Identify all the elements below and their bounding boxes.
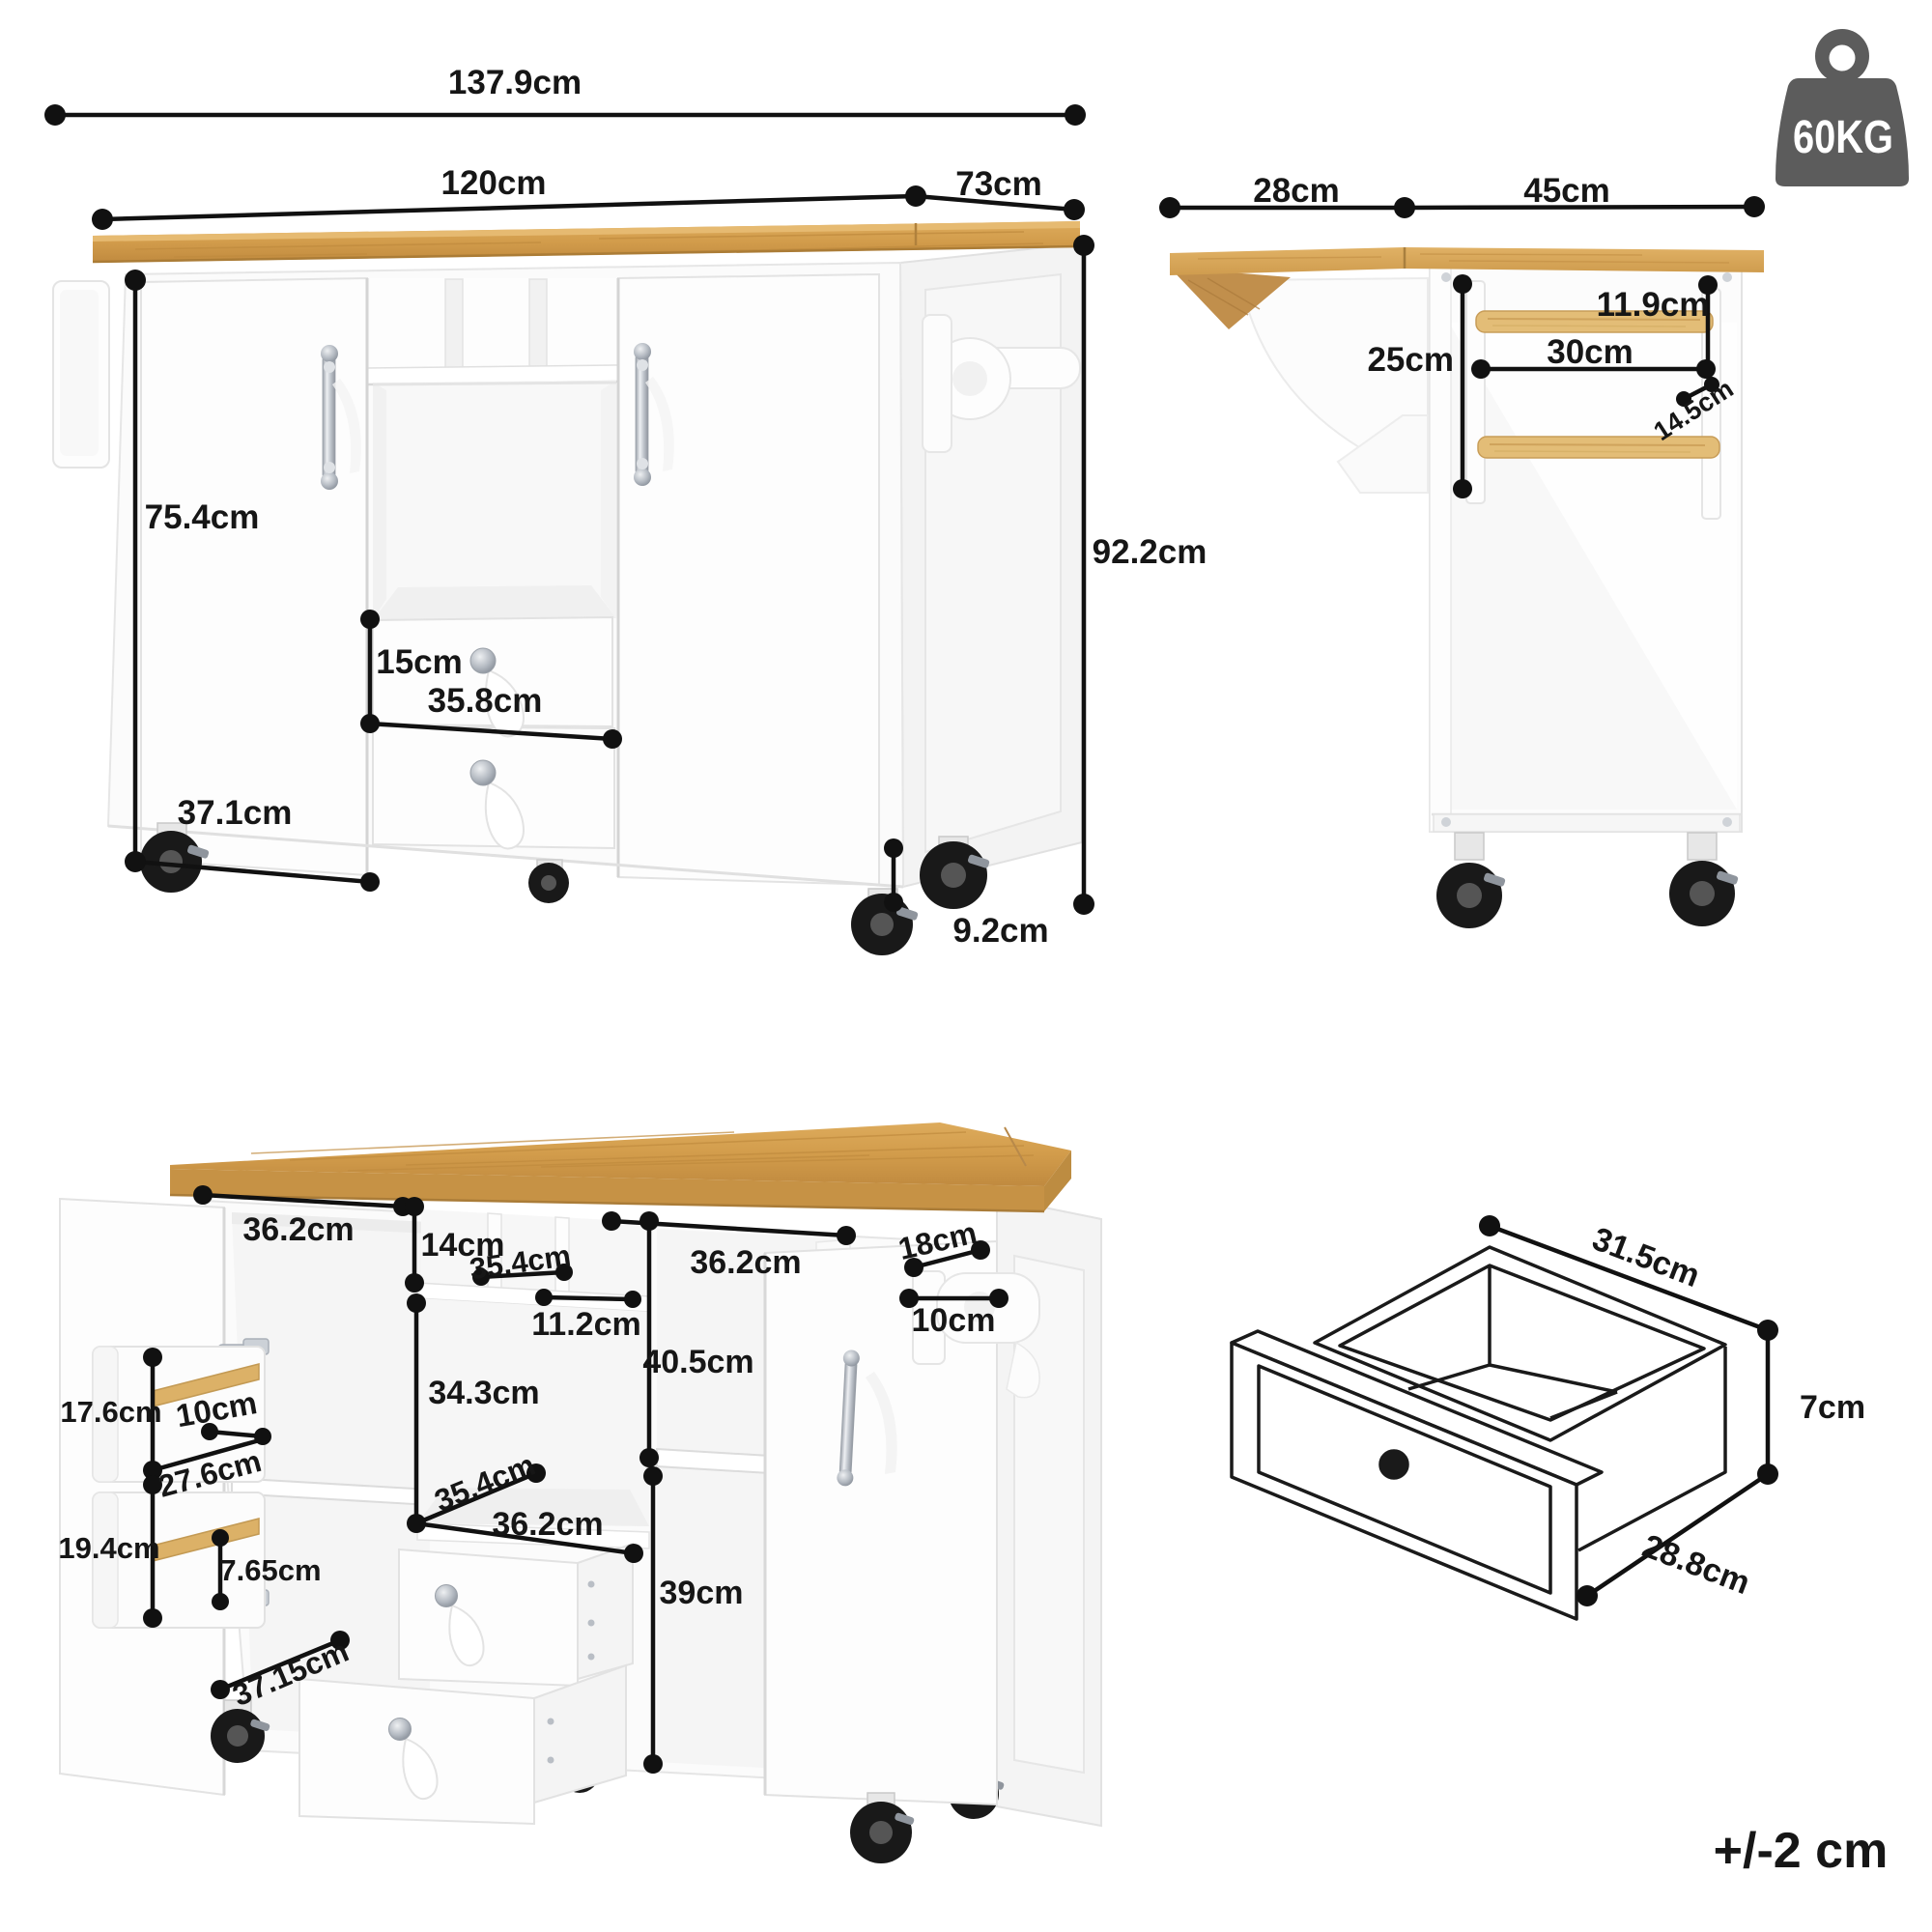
svg-text:15cm: 15cm	[376, 643, 463, 681]
svg-text:7cm: 7cm	[1800, 1389, 1865, 1426]
svg-text:120cm: 120cm	[441, 164, 547, 202]
svg-text:37.1cm: 37.1cm	[178, 794, 293, 832]
svg-text:19.4cm: 19.4cm	[58, 1531, 159, 1565]
svg-text:92.2cm: 92.2cm	[1093, 533, 1208, 571]
svg-text:35.8cm: 35.8cm	[428, 682, 543, 720]
svg-text:36.2cm: 36.2cm	[242, 1211, 354, 1248]
svg-text:28.8cm: 28.8cm	[1637, 1527, 1754, 1602]
svg-text:75.4cm: 75.4cm	[145, 498, 260, 536]
svg-text:10cm: 10cm	[912, 1302, 996, 1339]
svg-text:11.9cm: 11.9cm	[1597, 286, 1710, 324]
svg-text:36.2cm: 36.2cm	[690, 1244, 801, 1281]
svg-text:45cm: 45cm	[1523, 172, 1610, 210]
svg-text:+/-2 cm: +/-2 cm	[1714, 1823, 1889, 1879]
svg-text:9.2cm: 9.2cm	[952, 912, 1048, 950]
svg-text:25cm: 25cm	[1367, 341, 1454, 379]
svg-text:14cm: 14cm	[421, 1227, 505, 1264]
svg-text:30cm: 30cm	[1547, 333, 1634, 371]
svg-text:73cm: 73cm	[955, 165, 1042, 203]
svg-text:28cm: 28cm	[1253, 172, 1340, 210]
svg-text:39cm: 39cm	[660, 1575, 744, 1611]
svg-text:17.6cm: 17.6cm	[60, 1395, 161, 1429]
svg-text:60KG: 60KG	[1793, 112, 1893, 163]
svg-text:34.3cm: 34.3cm	[428, 1375, 539, 1411]
svg-text:36.2cm: 36.2cm	[492, 1506, 603, 1543]
svg-text:137.9cm: 137.9cm	[448, 64, 582, 101]
svg-text:11.2cm: 11.2cm	[531, 1306, 640, 1343]
svg-text:40.5cm: 40.5cm	[642, 1344, 753, 1380]
svg-text:7.65cm: 7.65cm	[219, 1553, 321, 1587]
